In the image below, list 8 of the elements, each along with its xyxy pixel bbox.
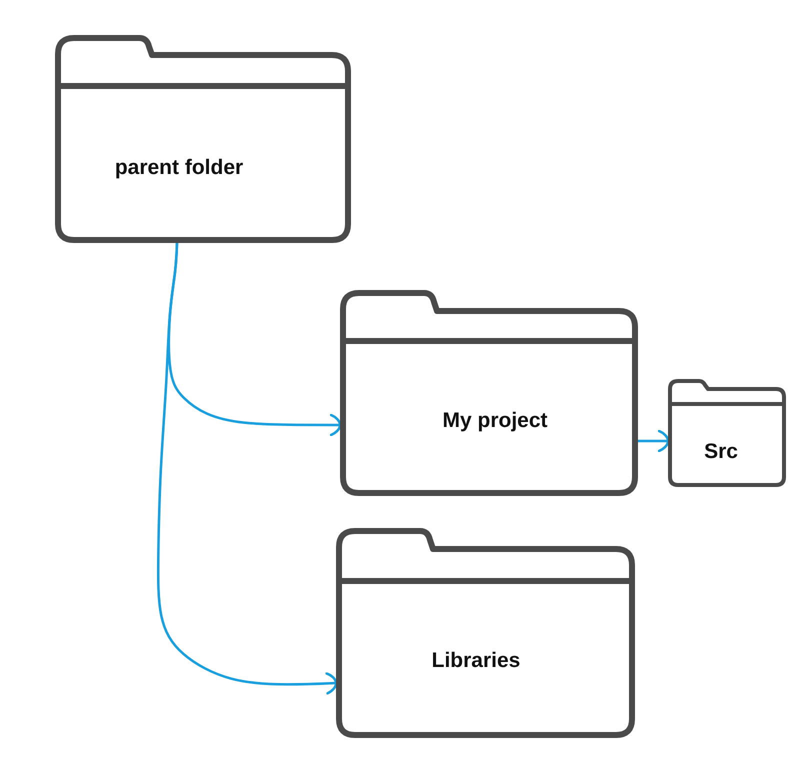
folder-label: Src	[704, 440, 738, 464]
folder-label: Libraries	[432, 648, 520, 674]
folder	[668, 379, 786, 487]
folder	[340, 290, 638, 496]
folder	[336, 528, 635, 738]
folder-label: parent folder	[114, 156, 244, 180]
folder	[55, 35, 351, 243]
folder-label: My project	[442, 408, 548, 434]
